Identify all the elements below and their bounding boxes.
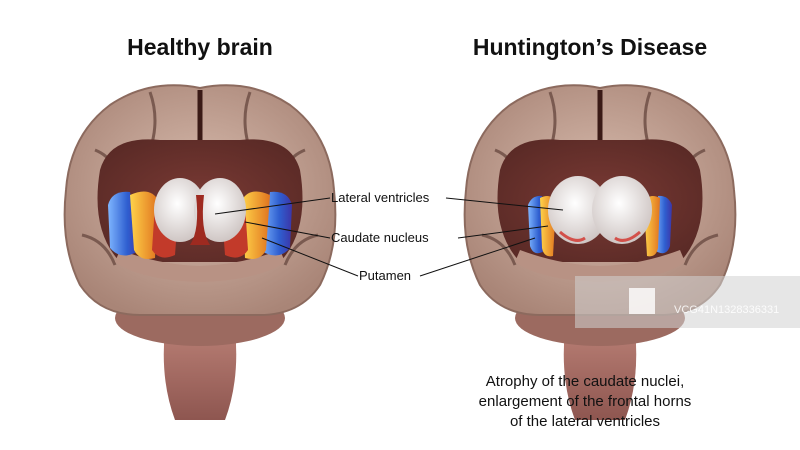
leader-caudate-left — [244, 221, 331, 239]
huntington-brain — [463, 84, 737, 420]
caption-line-1: Atrophy of the caudate nuclei, — [485, 373, 685, 390]
leader-putamen-right — [419, 237, 536, 277]
leader-ventricles-right — [445, 197, 564, 211]
brainstem-right — [563, 330, 637, 420]
healthy-brain-title: Healthy brain — [127, 34, 273, 60]
watermark — [575, 276, 800, 328]
watermark-band — [575, 276, 800, 328]
label-putamen: Putamen — [359, 268, 412, 283]
caudate-left-l — [154, 178, 206, 242]
watermark-logo-mark — [629, 288, 655, 314]
caption-line-3: of the lateral ventricles — [509, 413, 661, 430]
putamen-left-yellow-l — [130, 191, 158, 259]
leader-ventricles-left — [214, 197, 331, 215]
ventricle-right-r — [592, 176, 652, 244]
healthy-brain — [63, 84, 337, 420]
caudate-left-r — [194, 178, 246, 242]
caption-line-2: enlargement of the frontal horns — [478, 393, 692, 410]
leader-putamen-left — [261, 237, 359, 277]
brainstem-left — [163, 330, 237, 420]
leader-lines — [214, 197, 564, 277]
ventricle-right-l — [548, 176, 608, 244]
putamen-left-yellow-r — [242, 191, 270, 259]
leader-caudate-right — [457, 225, 549, 239]
huntingtons-disease-title: Huntington’s Disease — [472, 34, 708, 60]
caption: Atrophy of the caudate nuclei, enlargeme… — [440, 372, 730, 432]
watermark-id: VCG41N1328336331 — [674, 304, 780, 316]
ventricles-left — [190, 195, 210, 245]
label-caudate-nucleus: Caudate nucleus — [331, 230, 429, 245]
label-lateral-ventricles: Lateral ventricles — [331, 190, 430, 205]
